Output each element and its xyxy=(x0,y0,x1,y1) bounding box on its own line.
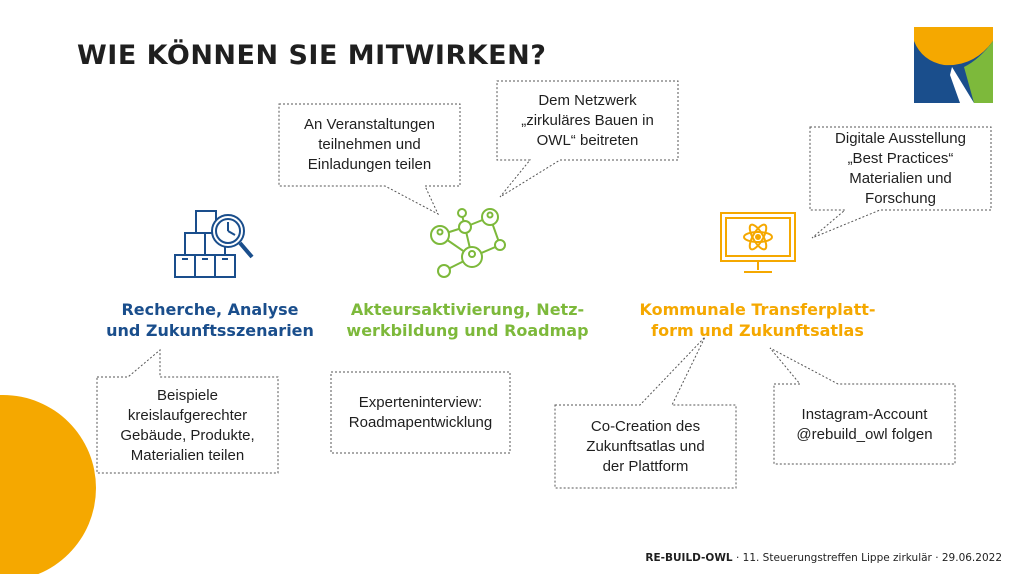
footer-brand: RE-BUILD-OWL xyxy=(645,552,733,564)
callout-bubble-events xyxy=(278,103,461,216)
callout-exhibition-text: Digitale Ausstellung„Best Practices“Mate… xyxy=(835,130,966,207)
boxes-magnifier-clock-icon xyxy=(174,210,254,278)
network-people-icon xyxy=(430,208,506,278)
rebuild-owl-logo xyxy=(914,27,993,103)
monitor-atom-icon xyxy=(720,212,796,273)
callout-bubble-instagram xyxy=(769,347,956,465)
callout-bubble-exhibition xyxy=(809,126,992,239)
callout-bubble-network xyxy=(496,80,679,198)
callout-bubble-cocreation xyxy=(554,336,737,489)
callout-instagram-text: Instagram-Account@rebuild_owl folgen xyxy=(796,406,933,443)
callout-bubble-examples xyxy=(96,348,279,474)
slide-title: WIE KÖNNEN SIE MITWIRKEN? xyxy=(77,40,547,71)
footer-detail: · 11. Steuerungstreffen Lippe zirkulär ·… xyxy=(732,552,1002,564)
slide-footer: RE-BUILD-OWL · 11. Steuerungstreffen Lip… xyxy=(645,552,1002,564)
callout-bubble-interview xyxy=(330,371,511,454)
callout-interview-text: Experteninterview:Roadmapentwicklung xyxy=(348,394,493,431)
column-heading-activation: Akteursaktivierung, Netz-werkbildung und… xyxy=(346,300,589,340)
column-heading-transfer: Kommunale Transferplatt-form und Zukunft… xyxy=(639,300,876,340)
